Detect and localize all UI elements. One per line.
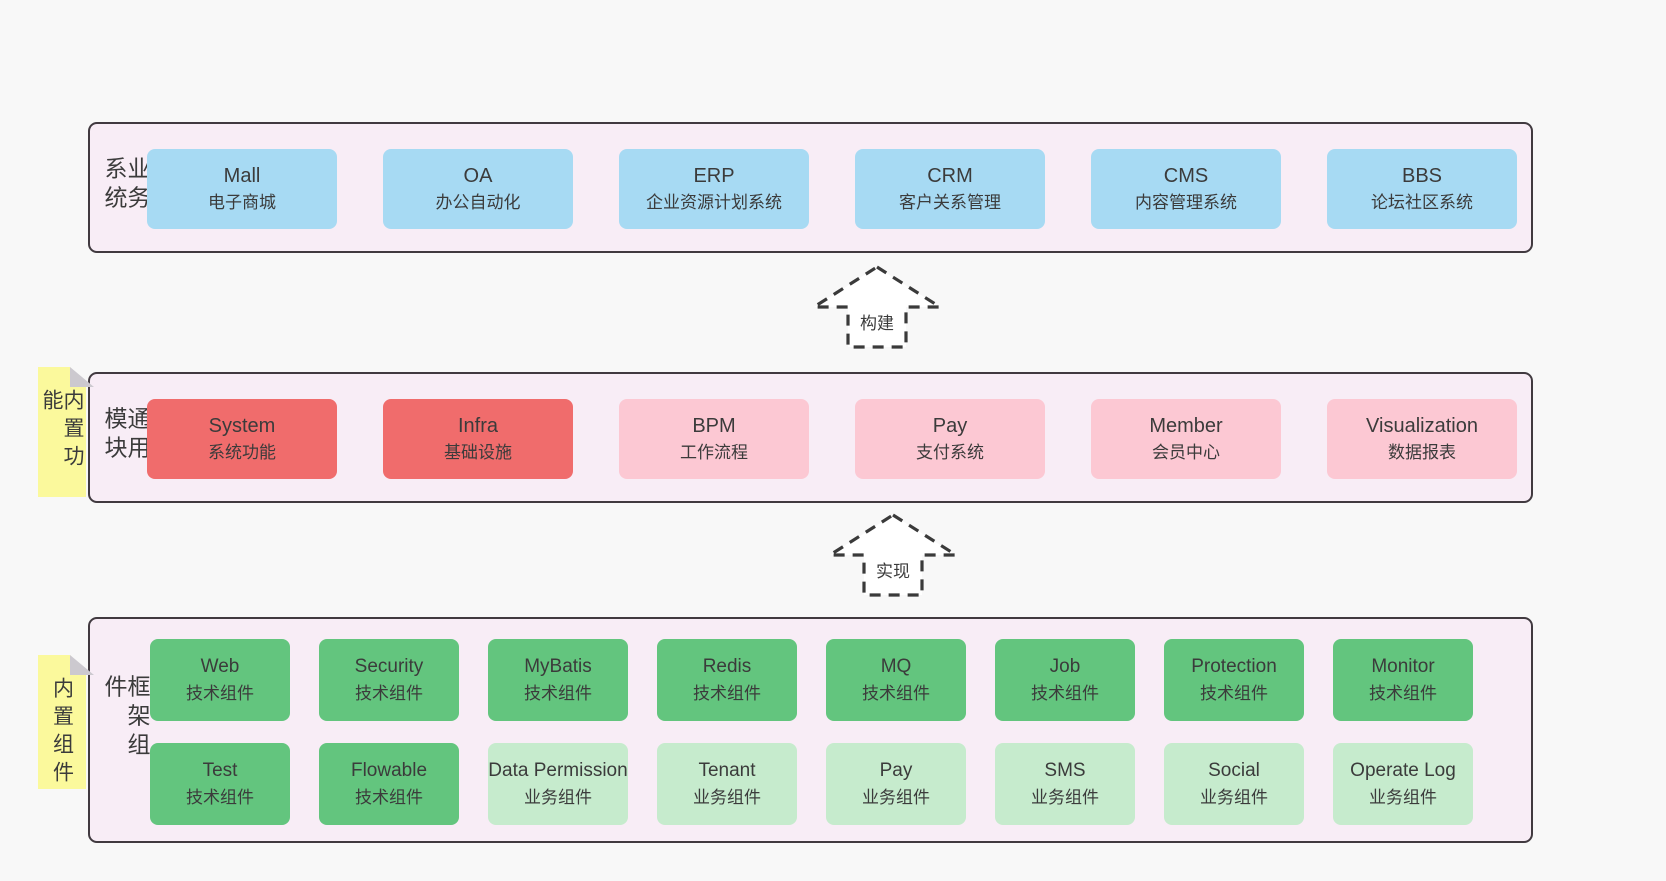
- box-monitor: Monitor 技术组件: [1333, 639, 1473, 721]
- box-tenant: Tenant 业务组件: [657, 743, 797, 825]
- layer-business-systems: 业务系统 Mall 电子商城 OA 办公自动化 ERP 企业资源计划系统 CRM…: [88, 122, 1533, 253]
- build-arrow-icon: 构建: [811, 264, 943, 350]
- box-bpm: BPM 工作流程: [619, 399, 809, 479]
- box-pay-system: Pay 支付系统: [855, 399, 1045, 479]
- sticky-note-builtin-components: 内置组件: [38, 655, 86, 789]
- box-sms: SMS 业务组件: [995, 743, 1135, 825]
- sticky-note-builtin-features-text: 内置功能: [40, 389, 84, 473]
- box-oa: OA 办公自动化: [383, 149, 573, 229]
- modules-box-row: System 系统功能 Infra 基础设施 BPM 工作流程 Pay 支付系统…: [147, 399, 1517, 479]
- box-pay-component: Pay 业务组件: [826, 743, 966, 825]
- box-mq: MQ 技术组件: [826, 639, 966, 721]
- box-visualization: Visualization 数据报表: [1327, 399, 1517, 479]
- box-social: Social 业务组件: [1164, 743, 1304, 825]
- box-system: System 系统功能: [147, 399, 337, 479]
- box-cms: CMS 内容管理系统: [1091, 149, 1281, 229]
- box-security: Security 技术组件: [319, 639, 459, 721]
- box-erp: ERP 企业资源计划系统: [619, 149, 809, 229]
- box-web: Web 技术组件: [150, 639, 290, 721]
- box-crm: CRM 客户关系管理: [855, 149, 1045, 229]
- box-operate-log: Operate Log 业务组件: [1333, 743, 1473, 825]
- dashed-up-arrow-icon: [811, 265, 943, 349]
- dashed-up-arrow-icon: [827, 513, 959, 597]
- framework-box-row-1: Web 技术组件 Security 技术组件 MyBatis 技术组件 Redi…: [150, 639, 1473, 721]
- box-job: Job 技术组件: [995, 639, 1135, 721]
- box-test: Test 技术组件: [150, 743, 290, 825]
- business-box-row: Mall 电子商城 OA 办公自动化 ERP 企业资源计划系统 CRM 客户关系…: [147, 149, 1517, 229]
- box-protection: Protection 技术组件: [1164, 639, 1304, 721]
- implement-arrow-icon: 实现: [827, 512, 959, 598]
- box-flowable: Flowable 技术组件: [319, 743, 459, 825]
- box-bbs: BBS 论坛社区系统: [1327, 149, 1517, 229]
- box-mybatis: MyBatis 技术组件: [488, 639, 628, 721]
- layer-framework-components: 框架组件 Web 技术组件 Security 技术组件 MyBatis 技术组件…: [88, 617, 1533, 843]
- sticky-note-builtin-components-text: 内置组件: [50, 677, 74, 789]
- layer-label-business: 业务系统: [101, 155, 150, 214]
- box-mall: Mall 电子商城: [147, 149, 337, 229]
- framework-box-row-2: Test 技术组件 Flowable 技术组件 Data Permission …: [150, 743, 1473, 825]
- implement-arrow-label: 实现: [872, 556, 914, 583]
- sticky-note-builtin-features: 内置功能: [38, 367, 86, 497]
- layer-label-framework: 框架组件: [101, 674, 150, 762]
- layer-common-modules: 通用模块 System 系统功能 Infra 基础设施 BPM 工作流程 Pay…: [88, 372, 1533, 503]
- box-member: Member 会员中心: [1091, 399, 1281, 479]
- layer-label-modules: 通用模块: [101, 405, 150, 464]
- box-redis: Redis 技术组件: [657, 639, 797, 721]
- box-infra: Infra 基础设施: [383, 399, 573, 479]
- box-data-permission: Data Permission 业务组件: [488, 743, 628, 825]
- build-arrow-label: 构建: [856, 308, 898, 335]
